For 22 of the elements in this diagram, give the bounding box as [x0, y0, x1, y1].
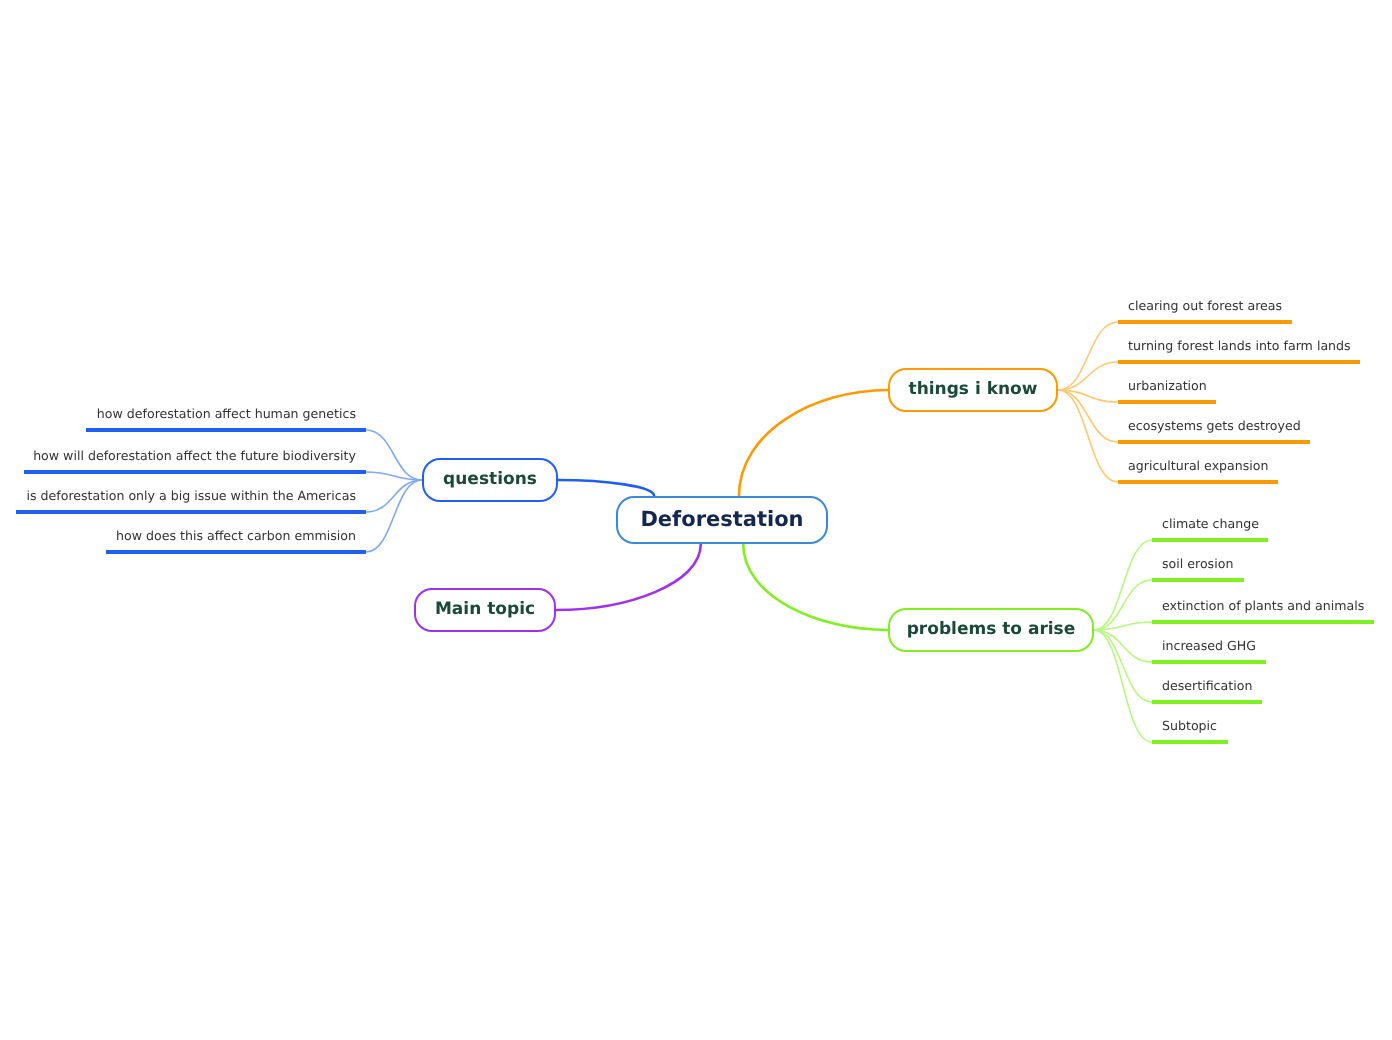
- connector: [555, 543, 703, 612]
- main-topic: problems to arise: [888, 608, 1094, 652]
- main-topic: Main topic: [414, 588, 556, 632]
- connector: [737, 388, 889, 497]
- connector: [1057, 321, 1119, 391]
- connector: [1057, 389, 1119, 483]
- connector: [365, 471, 423, 481]
- connector: [1093, 579, 1153, 631]
- connector: [365, 479, 423, 513]
- connector: [1093, 629, 1153, 663]
- connector: [1057, 389, 1119, 403]
- main-topic: things i know: [888, 368, 1058, 412]
- main-topic: questions: [422, 458, 558, 502]
- connector: [741, 543, 889, 632]
- connector: [558, 478, 656, 497]
- connector: [1093, 629, 1153, 743]
- connector: [1093, 629, 1153, 703]
- connector: [365, 479, 423, 553]
- connector: [1093, 539, 1153, 631]
- connector: [365, 429, 423, 481]
- central-topic: Deforestation: [616, 496, 828, 544]
- connector: [1093, 621, 1153, 631]
